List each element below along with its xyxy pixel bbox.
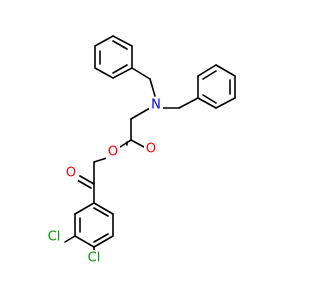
ester-fragment: [93, 118, 145, 185]
benzyl-ring-1: [94, 35, 133, 79]
ketone-fragment: [76, 175, 95, 204]
atom-O-carbonyl-ester: O: [144, 141, 158, 157]
atom-Cl-4: Cl: [84, 250, 104, 266]
nitrogen-label: N: [151, 98, 161, 113]
carbonyl-oxygen-label: O: [146, 142, 156, 157]
chlorine-label-4: Cl: [88, 251, 101, 266]
chlorine-label-3: Cl: [48, 230, 61, 245]
benzyl-ring-2: [197, 64, 236, 109]
structure-diagram: N O O O Cl Cl: [44, 35, 236, 266]
dibenzylamine-links: [130, 67, 199, 120]
atom-O-ester: O: [106, 144, 120, 160]
molecule-drawing: N O O O Cl Cl: [44, 35, 236, 266]
ketone-oxygen-label: O: [66, 166, 76, 181]
atom-Cl-3: Cl: [44, 229, 64, 245]
atom-O-ketone: O: [64, 165, 78, 181]
ester-oxygen-label: O: [108, 145, 118, 160]
atom-N: N: [149, 97, 163, 113]
